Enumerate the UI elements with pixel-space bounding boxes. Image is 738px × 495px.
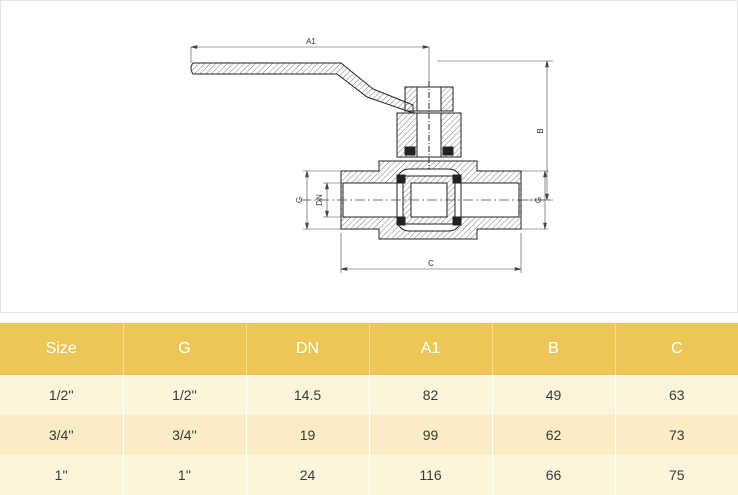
cell-a1: 82 (369, 375, 493, 415)
cell-c: 73 (615, 415, 738, 455)
technical-drawing-panel: A1 B C G (0, 0, 738, 313)
stem-nut (404, 81, 454, 113)
cell-b: 62 (492, 415, 616, 455)
cell-g: 3/4'' (123, 415, 247, 455)
dimension-c (340, 233, 522, 273)
cell-c: 63 (615, 375, 738, 415)
header-g: G (123, 323, 247, 375)
dimension-g-left (303, 170, 341, 230)
table-row: 1/2'' 1/2'' 14.5 82 49 63 (0, 375, 738, 415)
table-header-row: Size G DN A1 B C (0, 323, 738, 375)
table-row: 3/4'' 3/4'' 19 99 62 73 (0, 415, 738, 455)
dimension-b (437, 60, 553, 201)
ball-valve-drawing: A1 B C G (190, 37, 553, 273)
label-g-left: G (295, 197, 304, 203)
header-size: Size (0, 323, 124, 375)
specification-table: Size G DN A1 B C 1/2'' 1/2'' 14.5 82 49 … (0, 323, 738, 495)
cell-size: 3/4'' (0, 415, 124, 455)
header-b: B (492, 323, 616, 375)
cell-c: 75 (615, 455, 738, 495)
cell-size: 1/2'' (0, 375, 124, 415)
valve-stem (396, 112, 462, 169)
header-dn: DN (246, 323, 370, 375)
cell-a1: 99 (369, 415, 493, 455)
cell-b: 66 (492, 455, 616, 495)
cell-dn: 24 (246, 455, 370, 495)
table-row: 1'' 1'' 24 116 66 75 (0, 455, 738, 495)
cell-g: 1'' (123, 455, 247, 495)
dimension-a1 (190, 45, 430, 81)
label-dn: DN (315, 194, 324, 206)
header-a1: A1 (369, 323, 493, 375)
cell-b: 49 (492, 375, 616, 415)
cell-g: 1/2'' (123, 375, 247, 415)
header-c: C (615, 323, 738, 375)
cell-dn: 14.5 (246, 375, 370, 415)
handle-lever (190, 62, 414, 114)
label-a1: A1 (306, 37, 316, 46)
dimension-g-right (521, 170, 549, 230)
cell-size: 1'' (0, 455, 124, 495)
cell-dn: 19 (246, 415, 370, 455)
label-g-right: G (534, 197, 543, 203)
label-c: C (428, 259, 434, 268)
dimension-dn (323, 182, 343, 218)
label-b: B (536, 128, 545, 133)
cell-a1: 116 (369, 455, 493, 495)
